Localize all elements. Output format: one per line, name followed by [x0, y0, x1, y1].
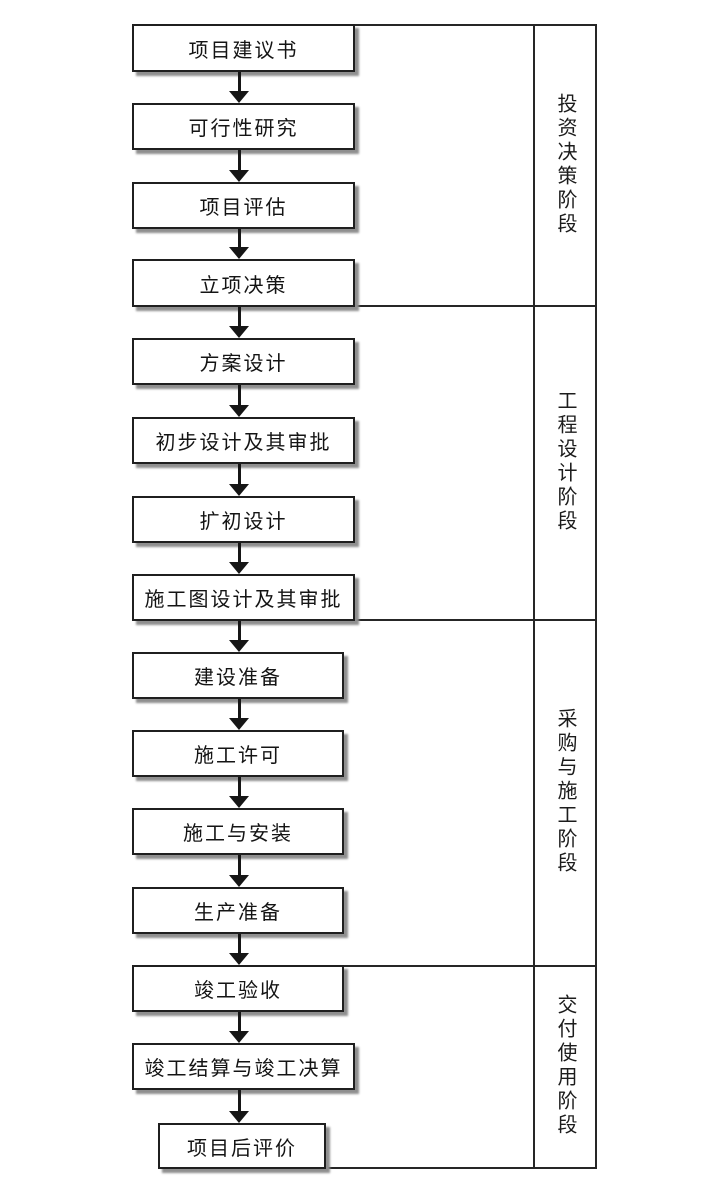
phase-cell-engineering-design: 工程设计阶段: [535, 305, 595, 619]
arrow-down-icon: [229, 229, 249, 259]
flow-step-box-feasibility-study: 可行性研究: [132, 103, 355, 150]
flow-step-label: 建设准备: [194, 667, 282, 689]
arrow-down-icon: [229, 777, 249, 808]
arrow-down-icon: [229, 385, 249, 417]
phase-label: 工程设计阶段: [554, 390, 576, 534]
arrow-down-icon: [229, 621, 249, 652]
divider-line-bottom: [324, 1167, 597, 1169]
flow-step-label: 方案设计: [199, 353, 288, 375]
flow-step-box-post-project-evaluation: 项目后评价: [158, 1123, 326, 1169]
flow-step-box-approval-decision: 立项决策: [132, 259, 355, 307]
flow-step-label: 竣工验收: [194, 980, 282, 1002]
flow-step-label: 竣工结算与竣工决算: [144, 1058, 343, 1080]
arrow-down-icon: [229, 72, 249, 103]
arrow-down-icon: [229, 464, 249, 496]
flow-step-box-construction-permit: 施工许可: [132, 730, 344, 777]
arrow-down-icon: [229, 1090, 249, 1123]
flow-step-label: 立项决策: [199, 274, 288, 297]
flow-step-box-construction-installation: 施工与安装: [132, 808, 344, 855]
flow-step-box-project-evaluation: 项目评估: [132, 182, 355, 229]
flow-step-label: 施工图设计及其审批: [144, 589, 343, 611]
flow-step-box-completion-acceptance: 竣工验收: [132, 965, 344, 1012]
phase-cell-delivery-use: 交付使用阶段: [535, 965, 595, 1167]
arrow-down-icon: [229, 699, 249, 730]
flow-step-label: 项目评估: [199, 197, 288, 219]
flow-step-box-preliminary-design: 初步设计及其审批: [132, 417, 355, 464]
flow-step-label: 施工许可: [194, 745, 282, 767]
arrow-down-icon: [229, 1012, 249, 1043]
flow-step-label: 可行性研究: [188, 118, 299, 140]
flow-step-label: 项目后评价: [187, 1137, 297, 1160]
phase-label: 投资决策阶段: [554, 92, 576, 237]
divider-line-phase-3-4: [342, 965, 597, 967]
flow-step-box-construction-drawing-design: 施工图设计及其审批: [132, 574, 355, 621]
divider-line-top: [353, 24, 597, 26]
flow-step-label: 项目建议书: [188, 39, 299, 62]
flow-step-box-construction-preparation: 建设准备: [132, 652, 344, 699]
divider-line-phase-2-3: [353, 619, 597, 621]
arrow-down-icon: [229, 855, 249, 887]
phase-cell-investment-decision: 投资决策阶段: [535, 24, 595, 305]
phase-label: 采购与施工阶段: [554, 708, 576, 876]
phase-column-left-border-line: [533, 24, 535, 1169]
flow-step-label: 扩初设计: [199, 511, 288, 533]
flow-step-label: 初步设计及其审批: [155, 432, 332, 454]
flow-step-box-completion-settlement: 竣工结算与竣工决算: [132, 1043, 355, 1090]
phase-label: 交付使用阶段: [554, 994, 576, 1138]
flow-step-box-production-preparation: 生产准备: [132, 887, 344, 934]
phase-column-right-border-line: [595, 24, 597, 1169]
arrow-down-icon: [229, 150, 249, 182]
flow-step-box-project-proposal: 项目建议书: [132, 24, 355, 72]
flow-step-label: 施工与安装: [183, 823, 293, 845]
flow-step-box-extended-preliminary-design: 扩初设计: [132, 496, 355, 543]
arrow-down-icon: [229, 307, 249, 338]
arrow-down-icon: [229, 934, 249, 965]
flow-step-box-scheme-design: 方案设计: [132, 338, 355, 385]
arrow-down-icon: [229, 543, 249, 574]
flow-step-label: 生产准备: [194, 902, 282, 924]
phase-cell-procurement-construction: 采购与施工阶段: [535, 619, 595, 965]
divider-line-phase-1-2: [353, 305, 597, 307]
